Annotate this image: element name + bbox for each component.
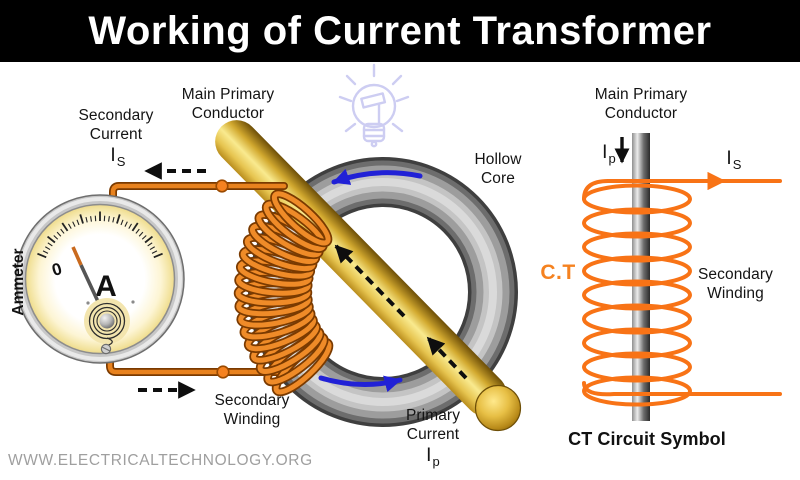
wire-junction-bottom	[216, 365, 230, 379]
primary-current-arrow-lower	[426, 336, 468, 380]
label-is-right: IS	[714, 147, 754, 172]
label-main-primary-conductor-right: Main Primary Conductor	[594, 86, 688, 123]
wire-junction-top	[215, 179, 229, 193]
secondary-wires	[106, 179, 296, 379]
gauge-tick-marks	[37, 211, 163, 259]
flux-arrow-bottom	[318, 375, 403, 393]
rod-end-face	[474, 384, 522, 432]
gauge-hub	[84, 298, 130, 355]
ip-symbol: I	[426, 445, 432, 466]
is-symbol: I	[110, 145, 116, 166]
light-bulb-icon	[338, 63, 410, 148]
gauge-unit-letter: A	[95, 270, 117, 303]
title-banner: Working of Current Transformer	[0, 0, 800, 62]
label-secondary-winding-left: Secondary Winding	[214, 392, 290, 429]
ct-coil-top-lead	[582, 179, 610, 201]
label-hollow-core: Hollow Core	[474, 151, 522, 188]
ct-coil-bottom-lead	[582, 381, 782, 397]
label-main-primary-conductor-left: Main Primary Conductor	[181, 86, 275, 123]
ct-is-subscript: S	[732, 157, 742, 172]
label-ammeter: Ammeter	[10, 248, 27, 316]
label-secondary-current: Secondary Current	[78, 107, 154, 144]
ct-ip-symbol: I	[602, 142, 608, 163]
page-title: Working of Current Transformer	[88, 8, 712, 53]
ct-is-symbol: I	[726, 148, 732, 169]
label-ct: C.T	[540, 261, 576, 284]
ct-ip-subscript: p	[608, 151, 616, 166]
primary-current-arrow-upper	[334, 244, 406, 318]
flux-arrow-top	[331, 168, 423, 185]
ammeter-gauge: 0 A	[15, 194, 185, 364]
ct-secondary-coil	[582, 183, 692, 407]
label-primary-current: Primary Current	[405, 407, 461, 444]
is-subscript: S	[116, 154, 126, 169]
ct-circuit-symbol	[582, 133, 782, 421]
secondary-winding-coil	[233, 189, 334, 397]
label-is-left: IS	[96, 144, 140, 169]
site-watermark: WWW.ELECTRICALTECHNOLOGY.ORG	[8, 452, 313, 469]
label-ct-circuit-symbol: CT Circuit Symbol	[568, 429, 726, 449]
label-ip-right: Ip	[592, 141, 626, 166]
label-ip-left: Ip	[413, 444, 453, 469]
label-secondary-winding-right: Secondary Winding	[697, 266, 773, 303]
ct-primary-bar	[632, 133, 650, 421]
ip-subscript: p	[432, 454, 440, 469]
